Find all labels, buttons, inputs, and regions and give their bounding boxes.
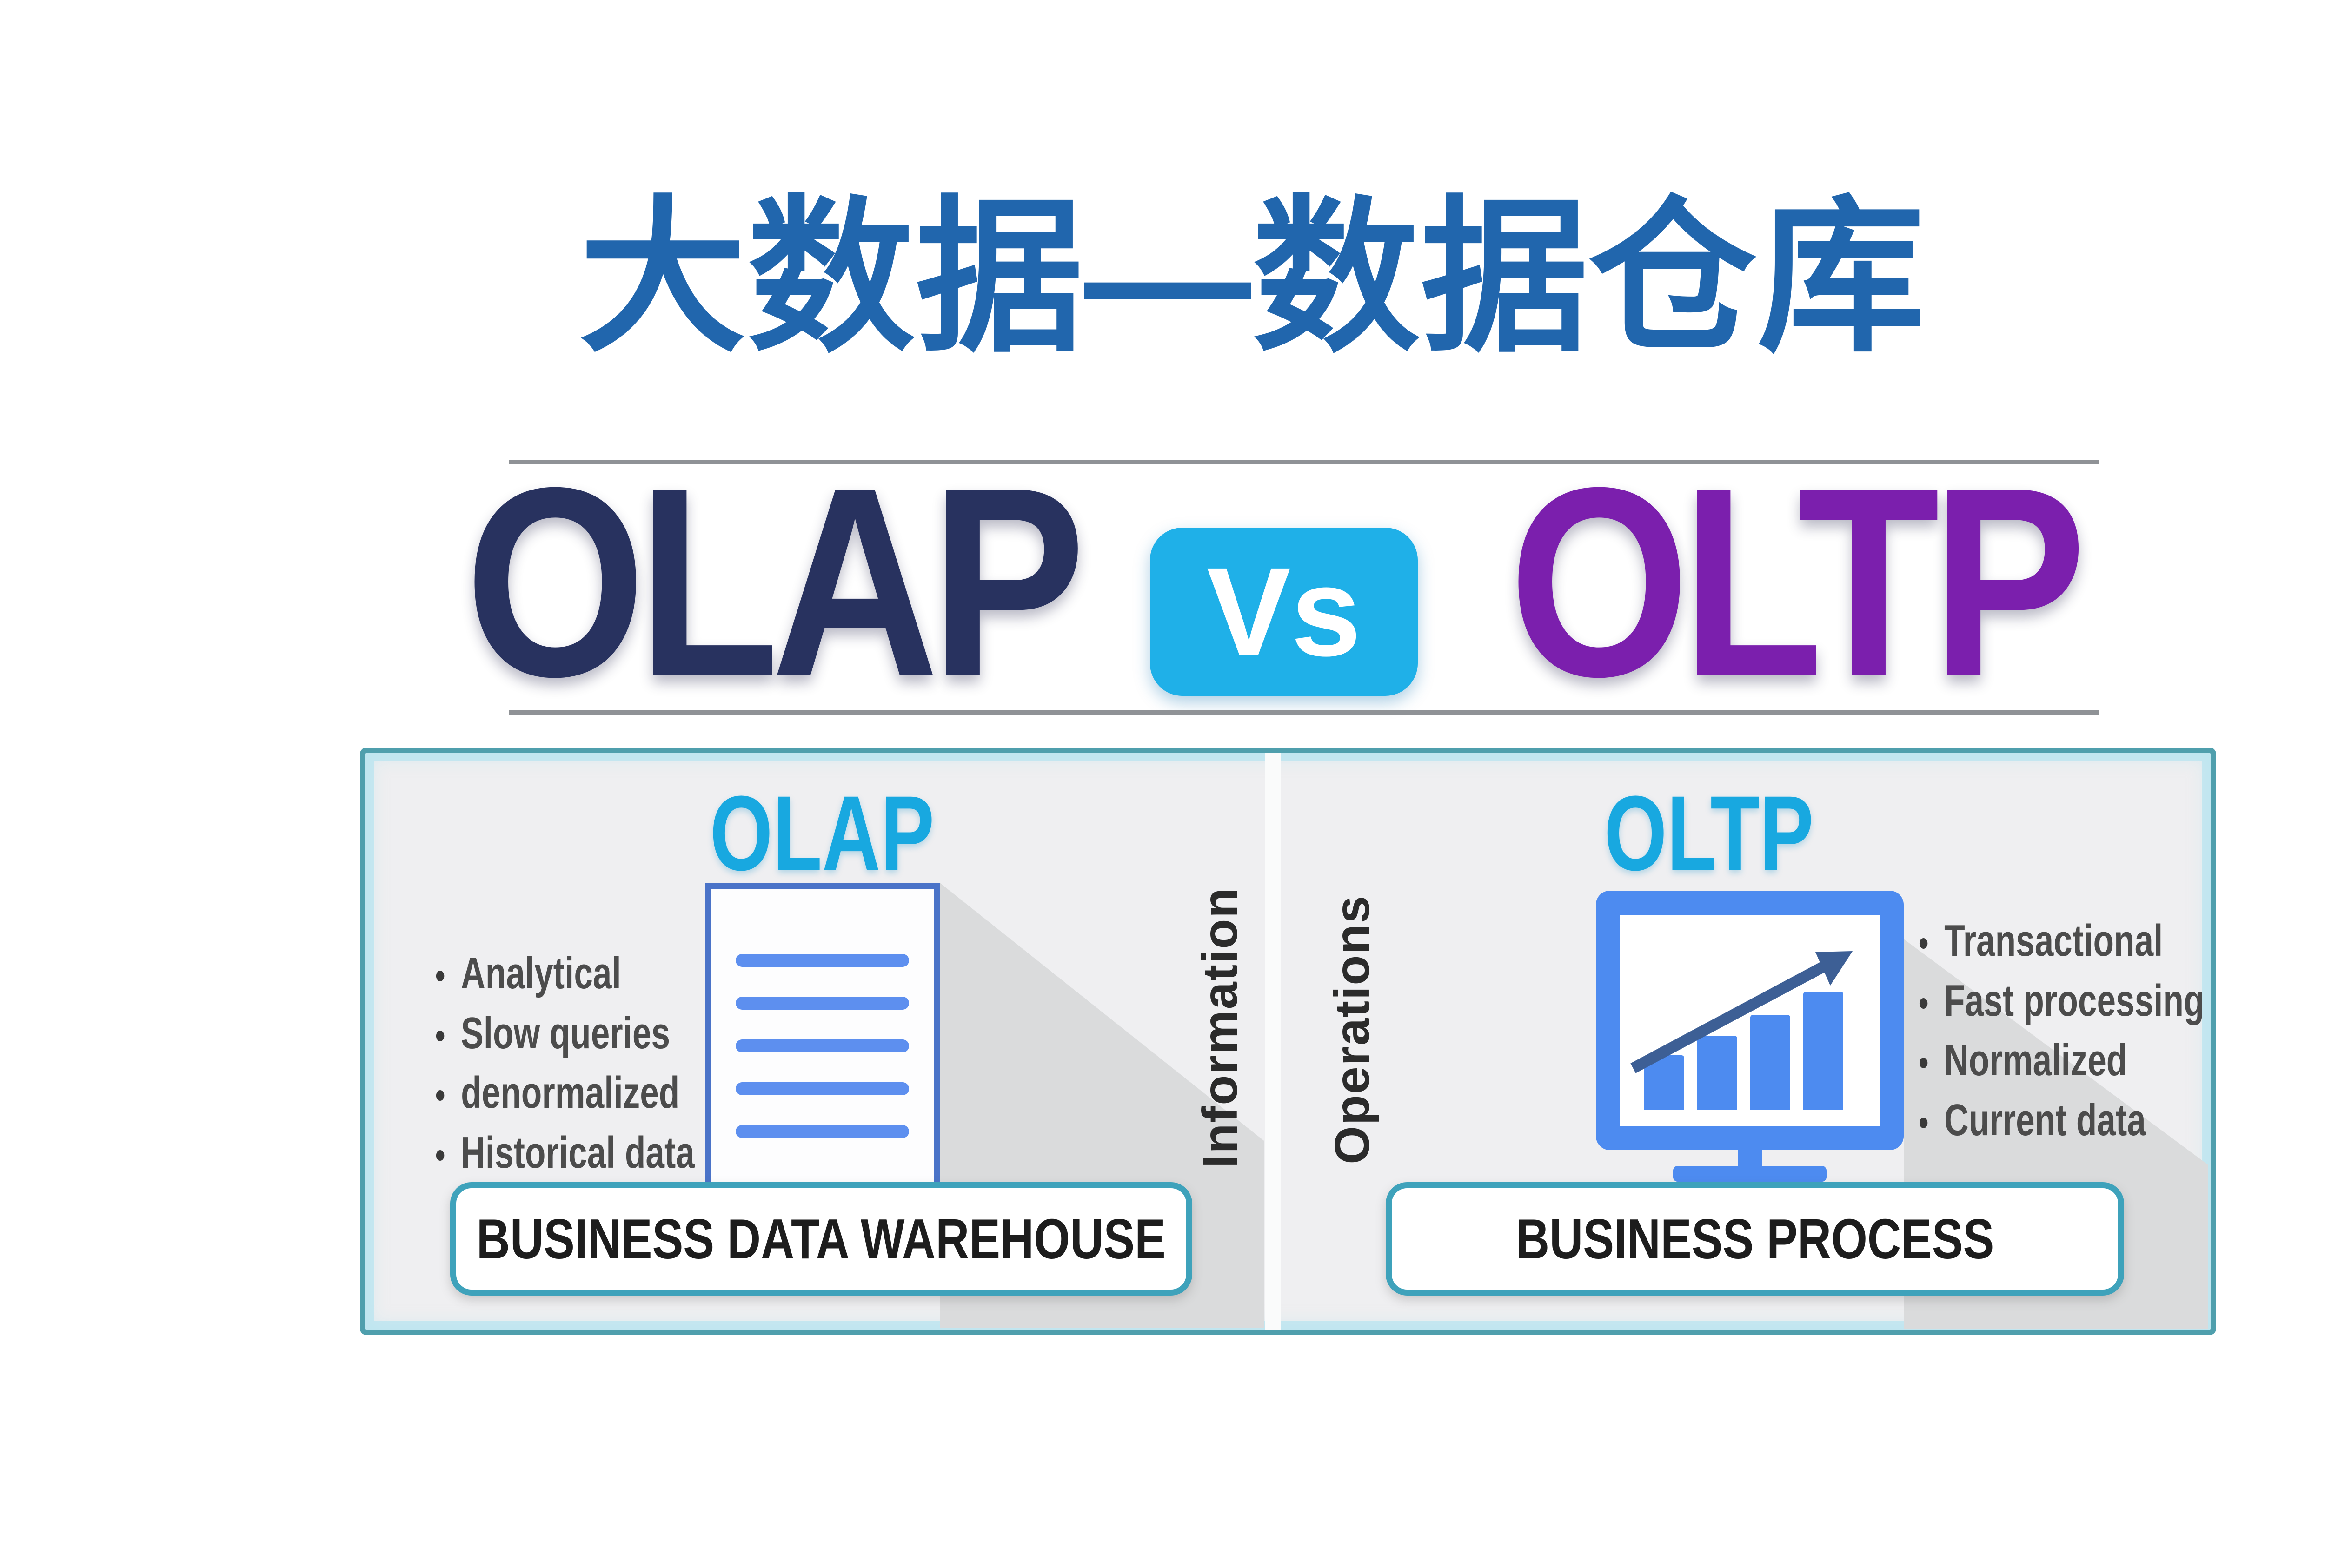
olap-section-heading: OLAP (710, 773, 935, 893)
list-item: Analytical (435, 944, 695, 1004)
list-item: Transactional (1919, 911, 2205, 971)
document-text-line (735, 954, 910, 967)
monitor-chart-icon (1596, 891, 1904, 1150)
list-item: Current data (1919, 1091, 2205, 1151)
bottom-divider-line (509, 710, 2099, 715)
list-item: denormalized (435, 1063, 695, 1123)
vs-badge-label: Vs (1206, 541, 1362, 682)
panel-center-divider (1265, 753, 1281, 1330)
business-data-warehouse-box: BUSINESS DATA WAREHOUSE (450, 1182, 1192, 1296)
trend-arrow-icon (1630, 951, 1853, 1073)
document-icon (705, 883, 940, 1192)
list-item: Normalized (1919, 1031, 2205, 1091)
business-process-box: BUSINESS PROCESS (1386, 1182, 2124, 1296)
list-item: Fast processing (1919, 971, 2205, 1031)
bar-chart-icon (1644, 992, 1843, 1110)
list-item: Slow queries (435, 1004, 695, 1064)
monitor-stand-base (1673, 1166, 1827, 1182)
document-text-line (735, 997, 910, 1010)
olap-bullet-list: Analytical Slow queries denormalized His… (435, 944, 777, 1183)
oltp-section-heading: OLTP (1604, 773, 1814, 893)
header-oltp-word: OLTP (1509, 431, 2086, 733)
chart-bar (1803, 992, 1843, 1110)
oltp-bullet-list: Transactional Fast processing Normalized… (1919, 911, 2295, 1151)
document-text-line (735, 1039, 910, 1052)
chart-bar (1697, 1036, 1737, 1110)
top-divider-line (509, 460, 2099, 464)
comparison-panel: OLAP Analytical Slow queries denormalize… (360, 748, 2216, 1335)
monitor-stand-stem (1738, 1149, 1762, 1168)
information-axis-label: Information (1192, 887, 1248, 1168)
operations-axis-label: Operations (1324, 895, 1380, 1164)
monitor-screen (1620, 915, 1880, 1126)
document-text-line (735, 1125, 910, 1138)
header-olap-word: OLAP (465, 431, 1086, 733)
page-title: 大数据—数据仓库 (579, 185, 1926, 371)
list-item: Historical data (435, 1123, 695, 1183)
chart-bar (1750, 1015, 1790, 1110)
vs-badge: Vs (1150, 528, 1418, 696)
document-text-line (735, 1082, 910, 1095)
